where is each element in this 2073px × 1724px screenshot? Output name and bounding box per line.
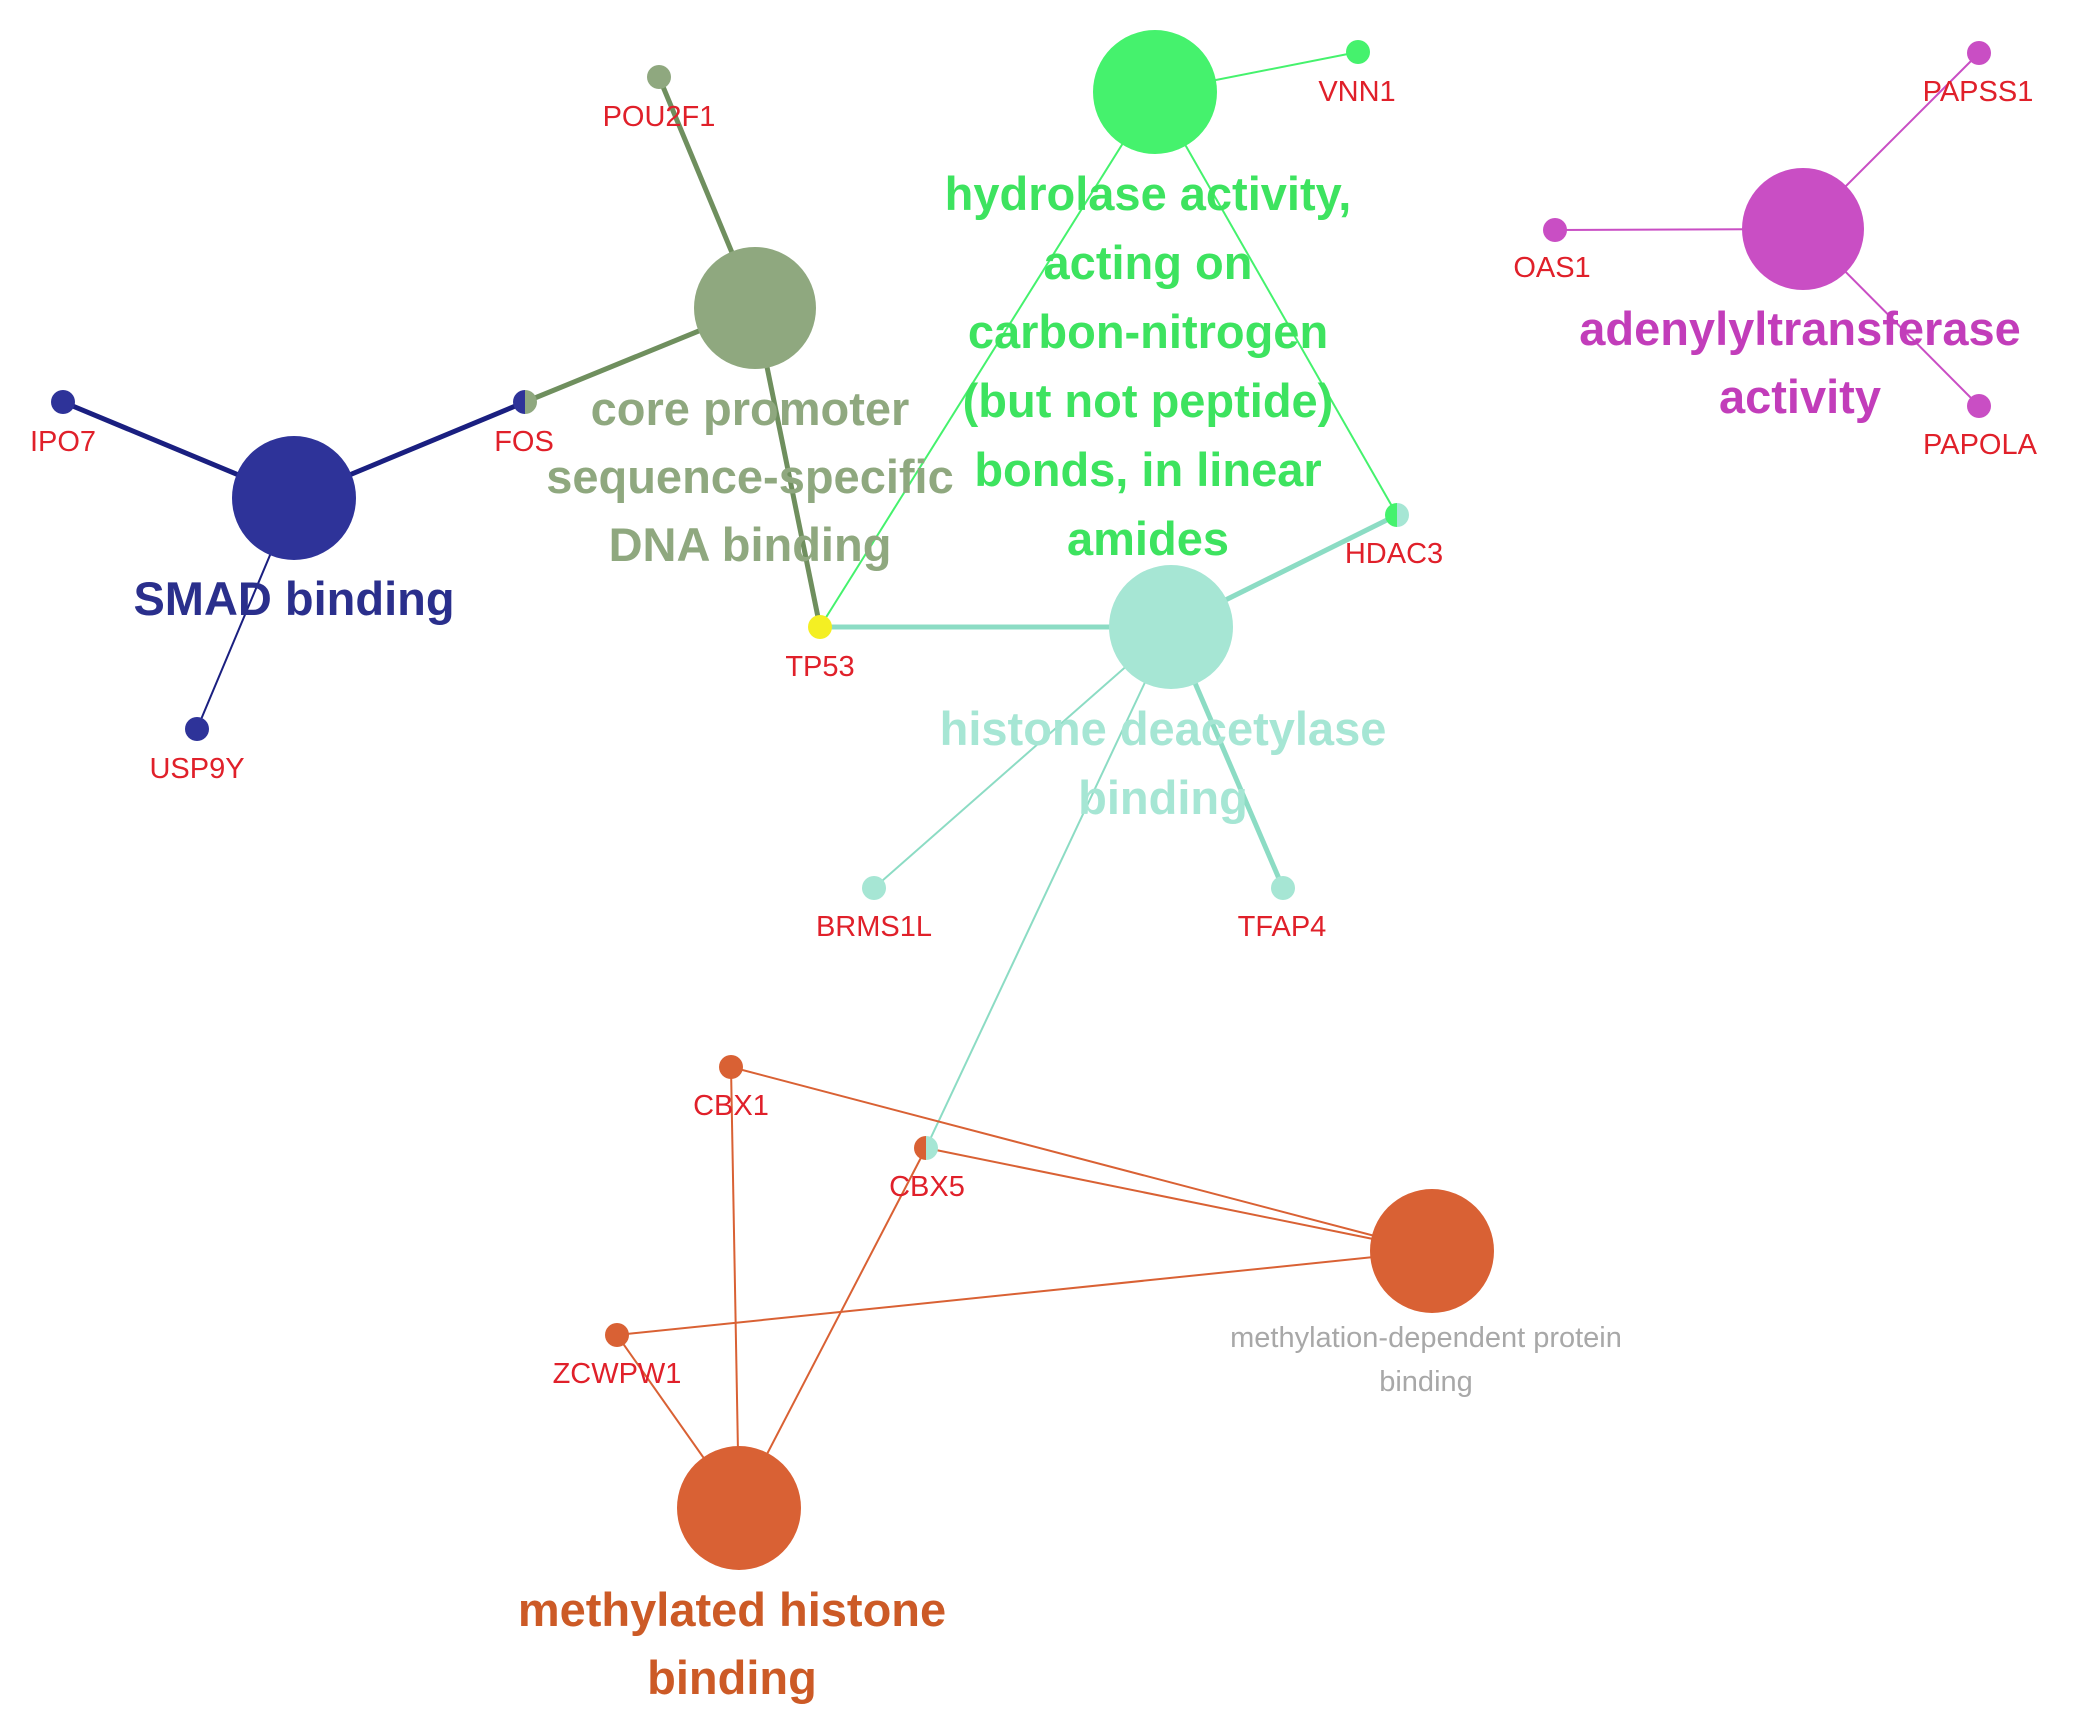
gene-node-zcwpw1[interactable]	[605, 1323, 629, 1347]
gene-node-brms1l[interactable]	[862, 876, 886, 900]
term-label-line: core promoter	[591, 382, 910, 435]
term-node-hydro[interactable]	[1093, 30, 1217, 154]
gene-node-hdac3-half-a[interactable]	[1385, 503, 1397, 527]
gene-label-cbx5: CBX5	[889, 1171, 965, 1203]
gene-label-brms1l: BRMS1L	[816, 911, 932, 943]
term-label-line: (but not peptide)	[963, 374, 1334, 427]
term-label-line: binding	[647, 1651, 817, 1704]
gene-label-usp9y: USP9Y	[149, 753, 244, 785]
term-label-line: carbon-nitrogen	[968, 305, 1328, 358]
term-label-adenyl: adenylyltransferase activity	[1579, 302, 2021, 423]
gene-node-cbx5-half-a[interactable]	[914, 1136, 926, 1160]
edge-methyldep-zcwpw1	[616, 1250, 1433, 1336]
term-label-line: DNA binding	[609, 518, 892, 571]
term-label-line: amides	[1067, 512, 1229, 565]
nodes-layer	[51, 30, 1991, 1570]
gene-node-cbx1[interactable]	[719, 1055, 743, 1079]
gene-node-fos-half-b[interactable]	[525, 390, 537, 414]
term-label-line: methylation-dependent protein	[1230, 1322, 1622, 1354]
term-label-line: acting on	[1044, 236, 1253, 289]
term-label-line: binding	[1379, 1366, 1473, 1398]
term-label-methylhist: methylated histone binding	[518, 1583, 946, 1704]
term-label-line: adenylyltransferase	[1579, 302, 2021, 355]
gene-node-papss1[interactable]	[1967, 41, 1991, 65]
gene-node-pou2f1[interactable]	[647, 65, 671, 89]
gene-label-papola: PAPOLA	[1923, 429, 2038, 461]
term-label-line: sequence-specific	[546, 450, 954, 503]
gene-label-ipo7: IPO7	[30, 426, 96, 458]
term-label-line: bonds, in linear	[974, 443, 1321, 496]
gene-node-fos-half-a[interactable]	[513, 390, 525, 414]
gene-node-usp9y[interactable]	[185, 717, 209, 741]
term-label-line: activity	[1719, 370, 1881, 423]
gene-node-papola[interactable]	[1967, 394, 1991, 418]
gene-label-vnn1: VNN1	[1318, 76, 1395, 108]
gene-label-oas1: OAS1	[1513, 252, 1590, 284]
term-label-hydro: hydrolase activity, acting on carbon-nitro…	[945, 167, 1352, 565]
term-node-core[interactable]	[694, 247, 816, 369]
edge-hydro-tp53	[819, 91, 1156, 628]
edge-methylhist-cbx1	[730, 1066, 740, 1509]
gene-label-pou2f1: POU2F1	[603, 101, 716, 133]
term-node-methyldep[interactable]	[1370, 1189, 1494, 1313]
term-label-line: hydrolase activity,	[945, 167, 1352, 220]
gene-node-vnn1[interactable]	[1346, 40, 1370, 64]
gene-label-zcwpw1: ZCWPW1	[553, 1358, 682, 1390]
edge-hydro-hdac3	[1154, 91, 1398, 516]
gene-label-tfap4: TFAP4	[1238, 911, 1327, 943]
gene-label-papss1: PAPSS1	[1923, 76, 2034, 108]
gene-label-tp53: TP53	[785, 651, 854, 683]
gene-label-hdac3: HDAC3	[1345, 538, 1443, 570]
term-label-line: methylated histone	[518, 1583, 946, 1636]
gene-node-hdac3-half-b[interactable]	[1397, 503, 1409, 527]
edge-hdac-cbx5	[925, 626, 1172, 1149]
gene-label-fos: FOS	[494, 426, 554, 458]
term-label-smad: SMAD binding	[133, 572, 454, 625]
term-label-line: binding	[1078, 771, 1248, 824]
term-node-smad[interactable]	[232, 436, 356, 560]
gene-node-tfap4[interactable]	[1271, 876, 1295, 900]
edge-methyldep-cbx1	[730, 1066, 1433, 1252]
term-label-methyldep: methylation-dependent protein binding	[1230, 1322, 1622, 1398]
labels-layer: SMAD binding core promoter sequence-specif…	[30, 76, 2038, 1704]
term-node-methylhist[interactable]	[677, 1446, 801, 1570]
edges-layer	[62, 51, 1980, 1509]
gene-node-oas1[interactable]	[1543, 218, 1567, 242]
gene-node-cbx5-half-b[interactable]	[926, 1136, 938, 1160]
term-node-hdac[interactable]	[1109, 565, 1233, 689]
gene-node-ipo7[interactable]	[51, 390, 75, 414]
edge-methyldep-cbx5	[925, 1147, 1433, 1252]
term-label-line: histone deacetylase	[940, 702, 1387, 755]
term-label-line: SMAD binding	[133, 572, 454, 625]
edge-methylhist-cbx5	[738, 1147, 927, 1509]
gene-node-tp53[interactable]	[808, 615, 832, 639]
edge-hdac-brms1l	[873, 626, 1172, 889]
term-label-hdac: histone deacetylase binding	[940, 702, 1387, 824]
gene-label-cbx1: CBX1	[693, 1090, 769, 1122]
term-node-adenyl[interactable]	[1742, 168, 1864, 290]
